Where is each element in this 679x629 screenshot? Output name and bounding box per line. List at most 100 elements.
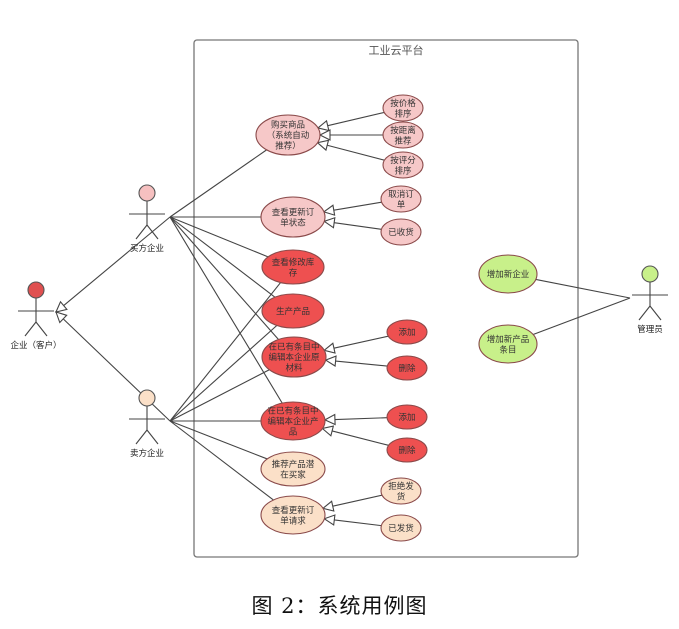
use-case-label: 已发货: [388, 523, 414, 534]
use-case-label: 拒绝发: [388, 481, 414, 492]
generalization-buyer-customer: [55, 216, 171, 313]
use-case-label: 在已有条目中: [267, 406, 318, 417]
actor-label: 管理员: [637, 324, 663, 335]
use-case-label: 单请求: [280, 515, 306, 526]
use-case-shipped: 已发货: [380, 514, 422, 542]
use-case-label: 推荐: [394, 135, 412, 146]
actor-customer: 企业（客户）: [10, 281, 62, 351]
generalization-del2-edit_products: [321, 425, 389, 446]
use-case-label: 删除: [398, 445, 416, 456]
generalization-sort_dist-buy: [318, 129, 383, 141]
actor-seller: 卖方企业: [129, 389, 165, 459]
association-line-seller-recommend: [169, 420, 268, 460]
figure-caption: 图 2：系统用例图: [251, 594, 428, 618]
system-title: 工业云平台: [369, 43, 424, 57]
association-line-seller-edit_materials: [169, 369, 270, 422]
association-line-buyer-edit_products: [169, 216, 283, 404]
generalization-cancel_order-view_order_status: [322, 201, 382, 216]
actor-head: [138, 389, 156, 407]
association-line-admin-add_product_item: [532, 297, 631, 336]
use-case-label: 单状态: [280, 217, 306, 228]
use-case-label: 按评分: [390, 155, 416, 166]
actor-label: 买方企业: [130, 243, 164, 254]
actor-admin: 管理员: [632, 265, 668, 335]
use-case-label: 查看更新订: [272, 207, 315, 218]
use-case-add_company: 增加新企业: [478, 254, 538, 294]
generalization-sort_rating-buy: [316, 139, 385, 161]
use-case-label: 取消订: [388, 189, 414, 200]
association-line-buyer-view_inventory: [169, 216, 269, 258]
use-case-label: 排序: [394, 108, 412, 119]
use-case-label: 存: [289, 267, 298, 278]
use-case-label: 货: [397, 491, 406, 502]
association-line-seller-produce: [169, 325, 278, 422]
use-case-received: 已收货: [380, 218, 422, 246]
use-case-label: 编辑本企业原: [268, 352, 319, 363]
use-case-label: 查看修改库: [272, 257, 315, 268]
use-case-label: 在买家: [280, 469, 306, 480]
generalization-reject_ship-view_order_req: [321, 494, 383, 512]
association-line-seller-view_inventory: [169, 282, 281, 422]
generalization-received-view_order_status: [323, 216, 382, 230]
use-case-label: 增加新产品: [487, 334, 530, 345]
use-case-label: 在已有条目中: [268, 342, 319, 353]
use-case-label: 购买商品: [271, 120, 305, 131]
use-case-label: 推荐）: [275, 141, 301, 152]
association-line-buyer-edit_materials: [169, 216, 279, 340]
use-case-label: 添加: [398, 412, 415, 423]
use-case-label: 推荐产品潜: [272, 459, 315, 470]
usecases-layer: 购买商品（系统自动推荐）按价格排序按距离推荐按评分排序查看更新订单状态取消订单已…: [255, 94, 538, 542]
association-line-buyer-buy: [169, 149, 267, 218]
use-case-label: 按价格: [390, 98, 416, 109]
generalization-del1-edit_materials: [324, 355, 388, 367]
actor-buyer: 买方企业: [129, 184, 165, 254]
use-case-add2: 添加: [386, 404, 428, 430]
use-case-label: 排序: [394, 165, 412, 176]
association-line-admin-add_company: [535, 278, 631, 299]
use-case-label: 材料: [285, 363, 303, 374]
actor-label: 企业（客户）: [10, 340, 61, 351]
use-case-label: 添加: [398, 327, 415, 338]
use-case-label: 条目: [499, 344, 516, 355]
association-line-buyer-produce: [169, 216, 276, 298]
use-case-label: 查看更新订: [272, 505, 315, 516]
system-boundary: [193, 39, 579, 558]
use-case-label: 已收货: [388, 227, 414, 238]
use-case-label: 单: [397, 199, 406, 210]
generalization-add2-edit_products: [323, 413, 388, 426]
use-case-label: （系统自动: [267, 130, 310, 141]
use-case-del2: 删除: [386, 437, 428, 463]
use-case-label: 删除: [398, 363, 416, 374]
generalization-sort_price-buy: [316, 111, 385, 132]
use-case-label: 按距离: [390, 125, 416, 136]
use-case-add1: 添加: [386, 319, 428, 345]
use-case-label: 生产产品: [276, 306, 310, 317]
actor-label: 卖方企业: [130, 448, 164, 459]
use-case-del1: 删除: [386, 355, 428, 381]
actor-head: [641, 265, 659, 283]
generalization-seller-customer: [55, 311, 171, 422]
generalization-add1-edit_materials: [322, 335, 389, 354]
actor-head: [27, 281, 45, 299]
actor-head: [138, 184, 156, 202]
association-line-seller-view_order_req: [169, 420, 274, 501]
use-case-produce: 生产产品: [261, 293, 325, 329]
use-case-label: 编辑本企业产: [267, 416, 318, 427]
use-case-label: 品: [289, 428, 298, 438]
generalization-shipped-view_order_req: [323, 514, 382, 527]
